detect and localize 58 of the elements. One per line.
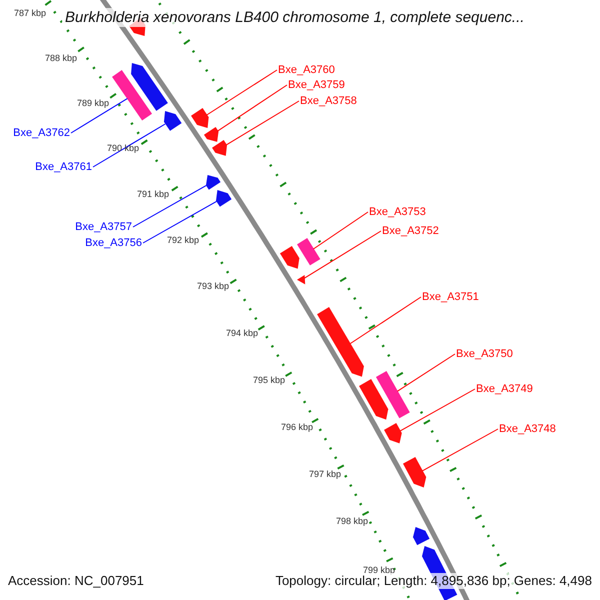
scale-label: 789 kbp xyxy=(77,98,110,108)
gene-label: Bxe_A3759 xyxy=(288,78,345,92)
leader-line xyxy=(216,84,288,132)
scale-label: 796 kbp xyxy=(281,422,314,432)
gene-block xyxy=(204,126,218,142)
gene-block xyxy=(216,190,232,207)
gene-block xyxy=(384,423,402,444)
scale-label: 795 kbp xyxy=(253,374,286,386)
scale-label: 797 kbp xyxy=(309,468,342,480)
leader-line xyxy=(350,296,422,344)
scale-label: 790 kbp xyxy=(107,142,140,154)
leader-line xyxy=(142,200,217,244)
gene-block xyxy=(317,306,364,376)
gene-label: Bxe_A3762 xyxy=(13,126,70,140)
gene-bar xyxy=(297,238,320,266)
leader-line xyxy=(92,124,166,168)
leader-line xyxy=(70,98,128,134)
gene-bar xyxy=(376,370,410,418)
leader-line xyxy=(206,70,278,116)
gene-block xyxy=(131,63,168,112)
scale-label: 798 kbp xyxy=(336,516,368,526)
scale-label: 794 kbp xyxy=(226,328,258,338)
leader-line xyxy=(132,185,207,228)
gene-label: Bxe_A3752 xyxy=(382,224,439,238)
summary-text: Topology: circular; Length: 4,895,836 bp; Genes: 4,498 xyxy=(273,573,594,589)
scale-label: 787 kbp xyxy=(14,8,46,18)
gene-block xyxy=(359,379,389,420)
leader-line xyxy=(312,212,368,250)
gene-block xyxy=(190,108,208,128)
gene-block xyxy=(212,140,228,156)
gene-label: Bxe_A3750 xyxy=(456,348,513,360)
gene-block xyxy=(206,175,221,190)
scale-label: 792 kbp xyxy=(167,234,200,246)
gene-label: Bxe_A3748 xyxy=(499,422,556,436)
gene-label: Bxe_A3761 xyxy=(35,160,92,174)
leader-line xyxy=(397,354,456,392)
gene-label: Bxe_A3756 xyxy=(85,236,142,250)
scale-label: 788 kbp xyxy=(45,52,78,64)
leader-line xyxy=(226,100,300,146)
leader-line xyxy=(422,428,498,472)
gene-label: Bxe_A3760 xyxy=(278,64,335,76)
gene-label: Bxe_A3758 xyxy=(300,94,357,108)
gene-label: Bxe_A3749 xyxy=(476,382,533,396)
gene-bar xyxy=(112,70,152,121)
leader-line xyxy=(304,230,382,279)
accession-text: Accession: NC_007951 xyxy=(6,573,146,589)
gene-label: Bxe_A3751 xyxy=(422,290,479,304)
gene-label: Bxe_A3757 xyxy=(75,220,132,234)
gene-block xyxy=(412,527,430,546)
scale-label: 793 kbp xyxy=(197,280,230,292)
gene-block xyxy=(403,457,426,488)
scale-label: 799 kbp xyxy=(363,564,396,576)
scale-label: 791 kbp xyxy=(137,188,170,200)
leader-line xyxy=(400,388,476,432)
gene-block xyxy=(280,246,300,270)
gene-label: Bxe_A3753 xyxy=(369,206,426,218)
gene-block xyxy=(296,274,305,284)
gene-block xyxy=(164,111,182,132)
